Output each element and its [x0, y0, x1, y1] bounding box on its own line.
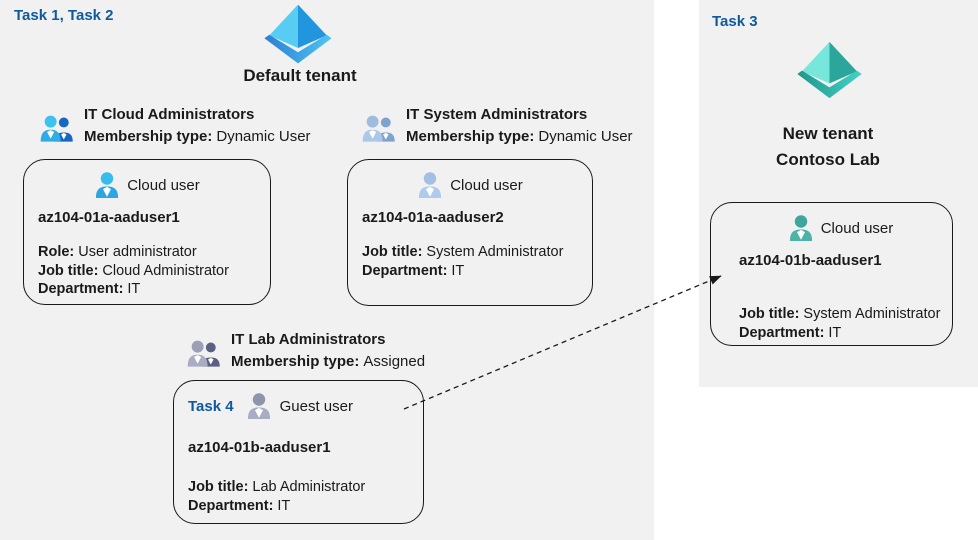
group-icon [187, 340, 220, 367]
field-department: Department:IT [38, 281, 141, 297]
group-name: IT Cloud Administrators [84, 106, 255, 123]
field-job-title: Job title:Lab Administrator [188, 479, 366, 495]
field-department: Department:IT [188, 497, 291, 514]
new-tenant-user-card: Cloud user az104-01b-aaduser1 Job title:… [710, 202, 953, 346]
azure-ad-icon [264, 4, 332, 64]
cloud-user-card-2: Cloud user az104-01a-aaduser2 Job title:… [347, 159, 593, 306]
default-tenant-panel [0, 0, 654, 540]
field-role: Role:User administrator [38, 244, 197, 260]
task-3-label: Task 3 [712, 13, 758, 30]
group-header-it-system-administrators: IT System Administrators Membership type… [362, 104, 633, 149]
user-type-label: Cloud user [127, 176, 200, 194]
task-4-label: Task 4 [188, 397, 234, 415]
username: az104-01a-aaduser1 [38, 209, 180, 226]
new-tenant-title-line2: Contoso Lab [776, 150, 880, 169]
membership-type-line: Membership type:Assigned [231, 353, 426, 370]
membership-type-line: Membership type:Dynamic User [406, 128, 633, 145]
field-department: Department:IT [739, 324, 842, 341]
username: az104-01b-aaduser1 [188, 439, 331, 456]
cloud-user-teal-icon [789, 215, 812, 241]
group-name: IT System Administrators [406, 106, 588, 123]
guest-user-icon [247, 393, 270, 419]
default-tenant-title: Default tenant [243, 66, 357, 85]
group-header-it-cloud-administrators: IT Cloud Administrators Membership type:… [40, 104, 311, 149]
azure-ad-teal-icon [797, 41, 862, 99]
field-job-title: Job title:System Administrator [362, 244, 564, 260]
group-header-it-lab-administrators: IT Lab Administrators Membership type:As… [187, 329, 425, 374]
field-department: Department:IT [362, 262, 465, 279]
field-job-title: Job title:Cloud Administrator [38, 262, 229, 279]
group-name: IT Lab Administrators [231, 331, 386, 348]
user-type-label: Guest user [279, 397, 353, 415]
cloud-user-card-1: Cloud user az104-01a-aaduser1 Role:User … [23, 159, 271, 305]
task-1-2-label: Task 1, Task 2 [14, 7, 114, 24]
user-type-label: Cloud user [450, 176, 523, 194]
field-job-title: Job title:System Administrator [739, 306, 941, 322]
membership-type-line: Membership type:Dynamic User [84, 128, 311, 145]
username: az104-01a-aaduser2 [362, 209, 504, 226]
cloud-user-icon [96, 172, 119, 198]
cloud-user-icon [419, 172, 442, 198]
user-type-label: Cloud user [820, 219, 894, 237]
group-icon [362, 115, 395, 142]
username: az104-01b-aaduser1 [739, 252, 882, 269]
group-icon [40, 115, 73, 142]
guest-user-card: Task 4 Guest user az104-01b-aaduser1 Job… [173, 380, 424, 524]
new-tenant-title-line1: New tenant [782, 124, 874, 143]
